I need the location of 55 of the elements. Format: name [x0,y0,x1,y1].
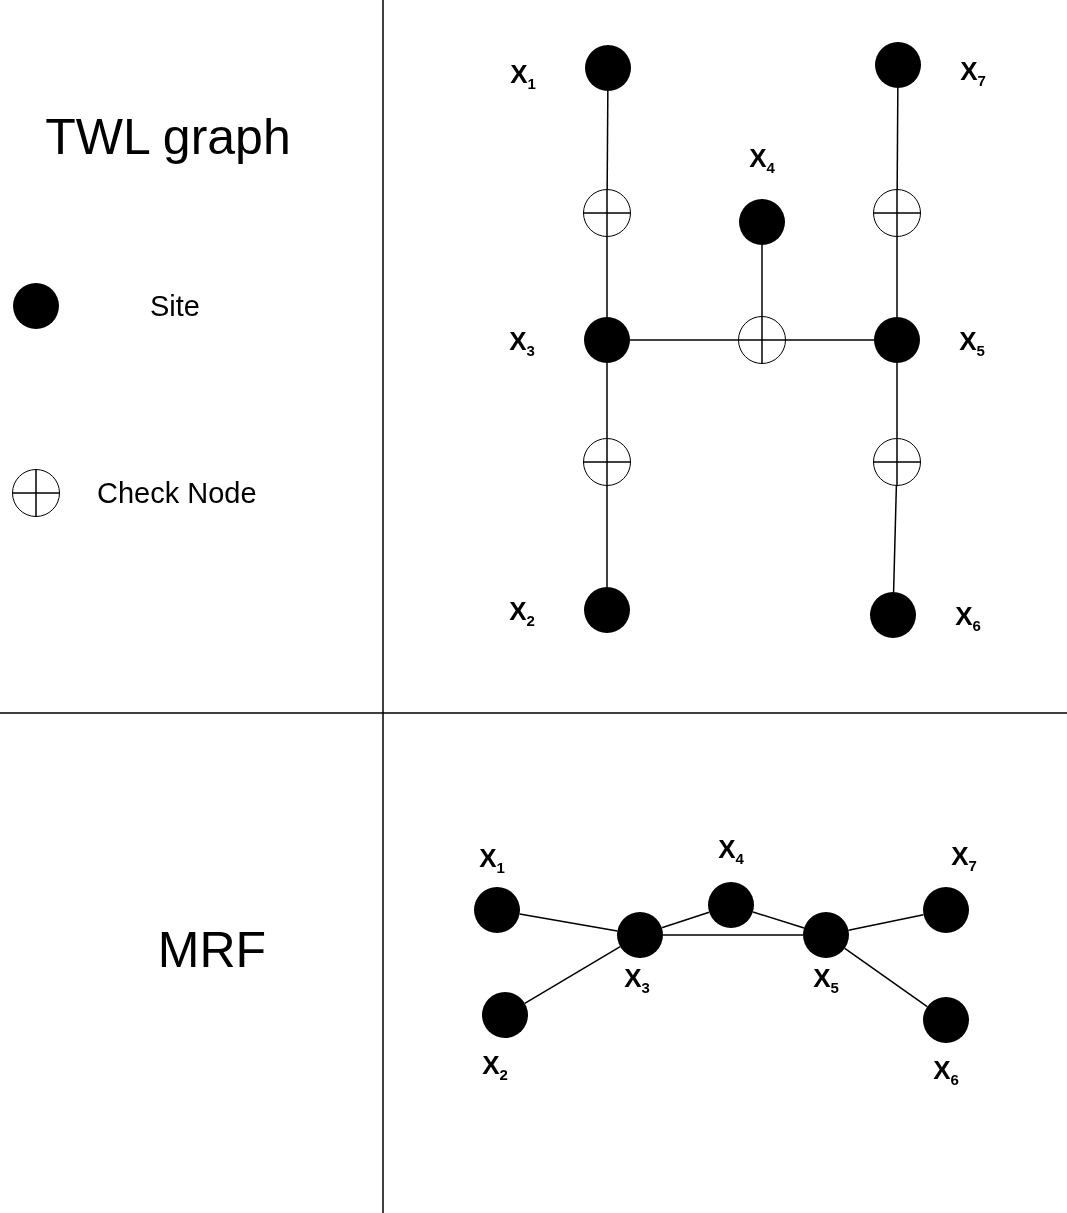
variable-label: X$_{5}$ [813,965,839,995]
site-node [584,317,630,363]
check-node [583,438,631,486]
edge-line [662,934,804,936]
site-node [585,45,631,91]
edge-line [606,90,609,190]
variable-label: X$_{2}$ [509,598,535,628]
variable-label: X$_{1}$ [479,845,505,875]
variable-label: X$_{2}$ [482,1052,508,1082]
site-node [923,887,969,933]
site-node [874,317,920,363]
site-node [739,199,785,245]
variable-label: X$_{4}$ [749,145,775,175]
edge-line [892,485,898,593]
site-node [708,882,754,928]
site-node [803,912,849,958]
site-node [584,587,630,633]
site-node [870,592,916,638]
edge-line [847,913,925,932]
edge-line [629,339,739,341]
edge-line [661,911,710,929]
edge-line [896,236,898,318]
edge-line [606,362,608,439]
variable-label: X$_{7}$ [960,58,986,88]
variable-label: X$_{6}$ [955,603,981,633]
site-node [875,42,921,88]
edge-line [896,87,899,190]
panel-title: MRF [157,925,267,975]
check-node [583,189,631,237]
edge-line [518,913,619,932]
site-node [474,887,520,933]
check-node [873,189,921,237]
variable-label: X$_{6}$ [933,1057,959,1087]
site-node [617,912,663,958]
variable-label: X$_{3}$ [509,328,535,358]
edge-line [524,946,621,1004]
variable-label: X$_{4}$ [718,836,744,866]
edge-line [844,947,928,1008]
variable-label: X$_{5}$ [959,328,985,358]
legend-label: Check Node [97,478,257,508]
check-node [873,438,921,486]
panel-title: TWL graph [45,112,291,162]
variable-label: X$_{7}$ [951,843,977,873]
edge-line [606,485,608,588]
variable-label: X$_{3}$ [624,965,650,995]
edge-line [752,911,805,929]
edge-line [896,362,898,439]
variable-label: X$_{1}$ [510,61,536,91]
check-node [738,316,786,364]
site-node [923,997,969,1043]
edge-line [785,339,875,341]
site-node [482,992,528,1038]
edge-line [606,236,608,318]
legend-label: Site [150,291,200,321]
edge-line [761,244,763,317]
